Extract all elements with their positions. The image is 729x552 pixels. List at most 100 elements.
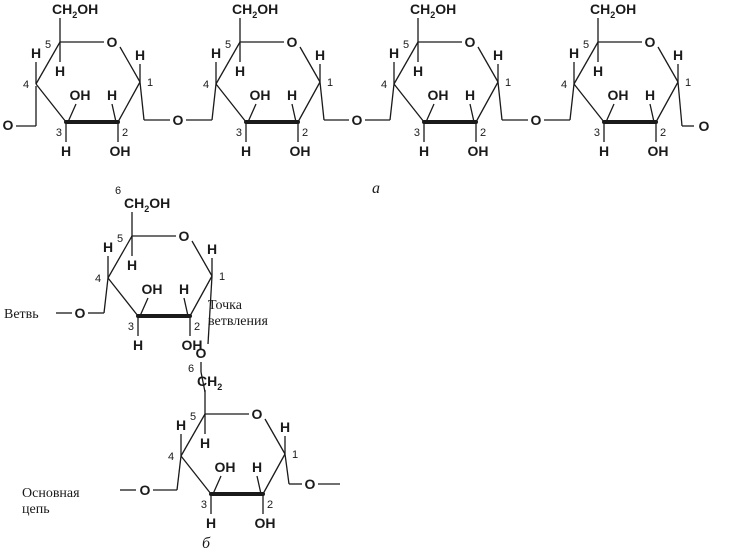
pos-6-number: 6	[43, 0, 49, 3]
bond-line	[319, 81, 325, 121]
main-chain-label-line1: Основная	[22, 486, 80, 501]
bond-line	[425, 103, 435, 123]
pos-6-number: 6	[188, 363, 194, 375]
bond-line	[477, 46, 499, 83]
oh3-group: OH	[142, 281, 163, 297]
h5-atom: H	[413, 63, 423, 79]
caption-a: а	[372, 180, 380, 197]
oh2-group: OH	[468, 143, 489, 159]
bond-line	[191, 240, 213, 277]
bond-line	[139, 297, 149, 317]
bond-line	[297, 81, 321, 123]
pos-5-number: 5	[583, 39, 589, 51]
branch-link-oxygen: O	[196, 345, 207, 361]
h2-atom: H	[645, 87, 655, 103]
bond-line	[655, 81, 679, 123]
bond-line	[657, 46, 679, 83]
pos-1-number: 1	[327, 77, 333, 89]
h1-atom: H	[280, 419, 290, 435]
h4-atom: H	[103, 239, 113, 255]
pos-3-number: 3	[414, 127, 420, 139]
h1-atom: H	[493, 47, 503, 63]
h3-atom: H	[599, 143, 609, 159]
pos-6-number: 6	[581, 0, 587, 3]
h3-atom: H	[206, 515, 216, 531]
pos-2-number: 2	[302, 127, 308, 139]
pos-5-number: 5	[117, 233, 123, 245]
pos-5-number: 5	[225, 39, 231, 51]
annotations: Ветвь Точка ветвления Основная цепь а б	[4, 180, 380, 552]
ch2oh-group: CH2OH	[590, 1, 636, 20]
ch2oh-group: CH2OH	[124, 195, 170, 214]
pos-2-number: 2	[267, 499, 273, 511]
h2-atom: H	[252, 459, 262, 475]
glucose-rings: OCH2OH65HH1H4OHH3HOH2OCH2OH65HH1H4OHH3HO…	[23, 0, 691, 531]
ring-oxygen: O	[107, 34, 118, 50]
bond-line	[111, 103, 117, 123]
h5-atom: H	[55, 63, 65, 79]
chain-start-oxygen: O	[3, 117, 14, 133]
glycosidic-oxygen-3: O	[531, 112, 542, 128]
branch-point-label-line1: Точка	[208, 298, 243, 313]
ring-oxygen: O	[287, 34, 298, 50]
bond-line	[284, 453, 290, 485]
bond-line	[211, 83, 217, 121]
pos-3-number: 3	[128, 321, 134, 333]
bond-line	[469, 103, 475, 123]
oh2-group: OH	[255, 515, 276, 531]
h1-atom: H	[135, 47, 145, 63]
pos-1-number: 1	[685, 77, 691, 89]
pos-4-number: 4	[561, 79, 567, 91]
bond-line	[605, 103, 615, 123]
branch-point-label-line2: ветвления	[208, 314, 268, 329]
bond-line	[117, 81, 141, 123]
h4-atom: H	[176, 417, 186, 433]
bond-line	[569, 83, 575, 121]
pos-2-number: 2	[660, 127, 666, 139]
pos-6-number: 6	[115, 185, 121, 197]
bond-line	[35, 83, 67, 123]
pos-2-number: 2	[122, 127, 128, 139]
h5-atom: H	[235, 63, 245, 79]
h1-atom: H	[315, 47, 325, 63]
chain-end-oxygen: O	[699, 118, 710, 134]
pos-4-number: 4	[23, 79, 29, 91]
oh3-group: OH	[428, 87, 449, 103]
bond-line	[139, 81, 145, 121]
bond-line	[176, 455, 182, 491]
pos-2-number: 2	[480, 127, 486, 139]
h3-atom: H	[133, 337, 143, 353]
main-chain-label-line2: цепь	[22, 502, 50, 517]
bond-line	[264, 418, 286, 455]
h2-atom: H	[465, 87, 475, 103]
bond-line	[180, 413, 206, 457]
h2-atom: H	[179, 281, 189, 297]
bond-line	[291, 103, 297, 123]
bond-line	[183, 297, 189, 317]
h3-atom: H	[419, 143, 429, 159]
h5-atom: H	[200, 435, 210, 451]
ch2oh-group: CH2OH	[232, 1, 278, 20]
bond-line	[107, 235, 133, 279]
pos-5-number: 5	[45, 39, 51, 51]
h4-atom: H	[569, 45, 579, 61]
ch2-group: CH2	[197, 373, 222, 392]
bond-line	[573, 83, 605, 123]
pos-1-number: 1	[219, 271, 225, 283]
h3-atom: H	[61, 143, 71, 159]
ring-oxygen: O	[645, 34, 656, 50]
ch2oh-group: CH2OH	[52, 1, 98, 20]
main-chain-end-oxygen: O	[305, 476, 316, 492]
h1-atom: H	[207, 241, 217, 257]
bond-line	[649, 103, 655, 123]
h2-atom: H	[107, 87, 117, 103]
caption-b: б	[202, 535, 211, 552]
bond-line	[212, 475, 222, 495]
bond-line	[389, 83, 395, 121]
bond-line	[119, 46, 141, 83]
bond-line	[677, 81, 683, 127]
